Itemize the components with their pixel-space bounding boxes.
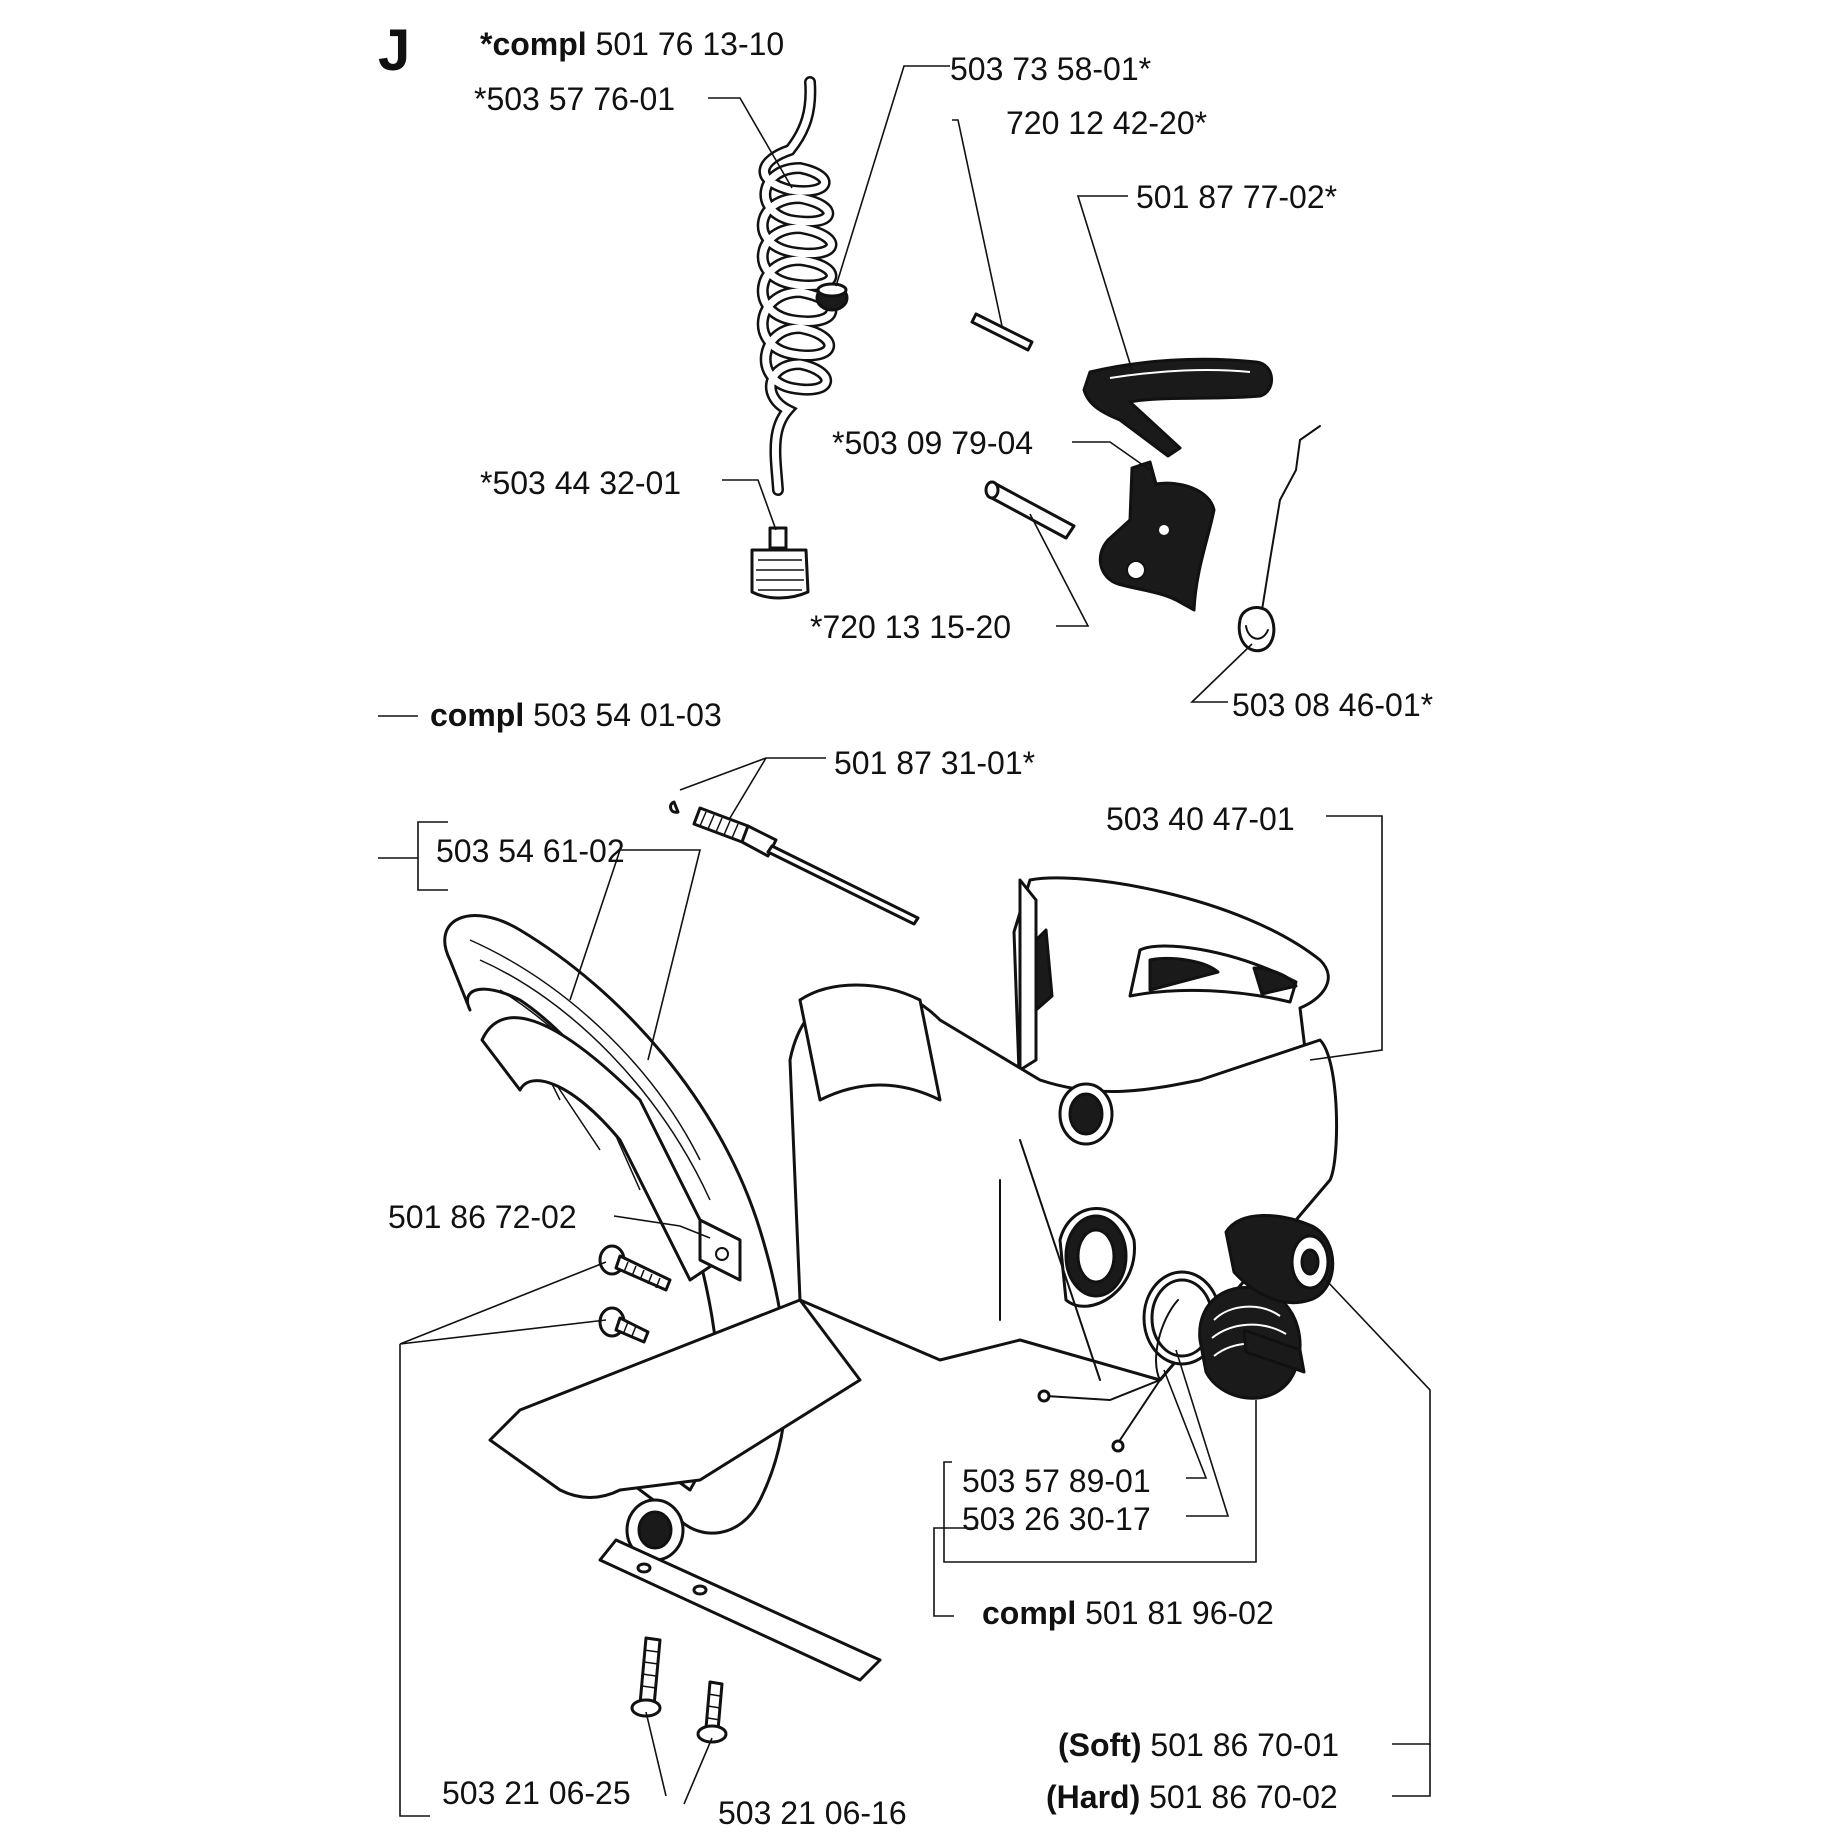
- large-pin-label: *720 13 15-20: [810, 609, 1011, 645]
- front-handle-drawing: [443, 914, 788, 1535]
- fuel-filter-drawing: [750, 526, 810, 600]
- spring-label: 503 08 46-01*: [1232, 687, 1433, 723]
- spring-drawing: [1237, 425, 1321, 653]
- throttle-trigger-drawing: [1082, 357, 1273, 458]
- tank-handle-label: 503 40 47-01: [1106, 801, 1295, 837]
- throttle-trigger-label: 501 87 77-02*: [1136, 179, 1337, 215]
- throttle-lockout-label: *503 09 79-04: [832, 425, 1033, 461]
- strap-label: 503 57 89-01: [962, 1463, 1151, 1499]
- o-ring-label: 503 26 30-17: [962, 1501, 1151, 1537]
- screw-a-label: 503 21 06-25: [442, 1775, 631, 1811]
- oil-cap-drawing: [1198, 1285, 1306, 1400]
- buffer-hard-prefix: (Hard): [1046, 1779, 1140, 1815]
- vibration-damper-drawing: [698, 1218, 742, 1282]
- grommet-label: 503 73 58-01*: [950, 51, 1151, 87]
- leader-lines: [378, 65, 1431, 1817]
- chassis-arm-drawing: [488, 1298, 882, 1682]
- group-cap-number: 501 81 96-02: [1085, 1595, 1274, 1631]
- group-cap-prefix: compl: [982, 1595, 1076, 1631]
- small-pin-drawing: [970, 312, 1034, 352]
- buffer-soft-number: 501 86 70-01: [1150, 1727, 1339, 1763]
- front-handle-label: 503 54 61-02: [436, 833, 625, 869]
- fuel-hose-drawing: [756, 76, 838, 496]
- section-letter: J: [378, 18, 410, 83]
- screw-b-label: 503 21 06-16: [718, 1795, 907, 1831]
- buffer-soft-label: (Soft) 501 86 70-01: [1058, 1727, 1339, 1763]
- large-pin-drawing: [984, 480, 1076, 540]
- group-top-number: 501 76 13-10: [596, 26, 785, 62]
- small-pin-label: 720 12 42-20*: [1006, 105, 1207, 141]
- group-cap-label: compl 501 81 96-02: [982, 1595, 1274, 1631]
- group-top-prefix: *compl: [480, 26, 587, 62]
- fuel-hose-label: *503 57 76-01: [474, 81, 675, 117]
- screws-lower-drawing: [630, 1636, 728, 1744]
- group-top-label: *compl 501 76 13-10: [480, 26, 784, 62]
- adjuster-needle-drawing: [669, 800, 920, 926]
- grommet-drawing: [815, 282, 849, 312]
- group-body-label: compl 503 54 01-03: [430, 697, 722, 733]
- buffer-soft-prefix: (Soft): [1058, 1727, 1142, 1763]
- adjuster-needle-label: 501 87 31-01*: [834, 745, 1035, 781]
- buffer-hard-number: 501 86 70-02: [1149, 1779, 1338, 1815]
- fuel-filter-label: *503 44 32-01: [480, 465, 681, 501]
- screws-upper-drawing: [598, 1244, 672, 1344]
- group-body-prefix: compl: [430, 697, 524, 733]
- throttle-lockout-drawing: [1098, 460, 1216, 612]
- group-body-number: 503 54 01-03: [533, 697, 722, 733]
- strap-drawing: [1037, 1299, 1179, 1453]
- buffer-drawing: [1224, 1213, 1335, 1305]
- vibration-damper-label: 501 86 72-02: [388, 1199, 577, 1235]
- buffer-hard-label: (Hard) 501 86 70-02: [1046, 1779, 1338, 1815]
